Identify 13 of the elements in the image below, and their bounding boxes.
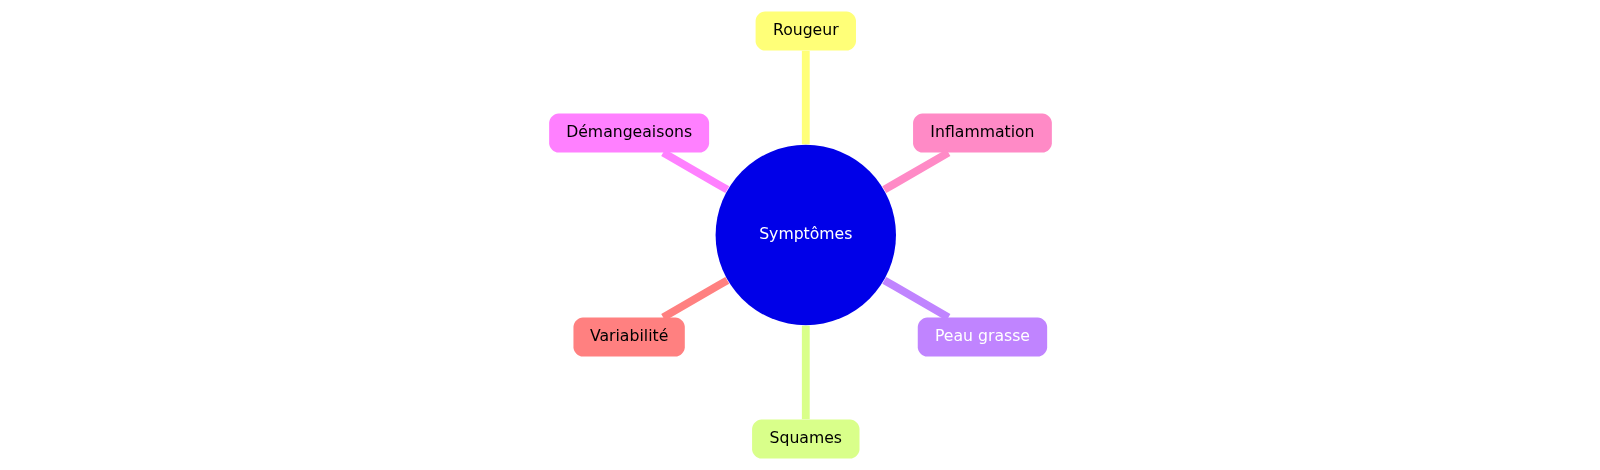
node-box: Peau grasse (917, 317, 1047, 357)
connector (881, 276, 950, 321)
node-box: Démangeaisons (548, 113, 709, 153)
connector (660, 276, 729, 321)
connector (801, 325, 810, 420)
node-box: Inflammation (912, 113, 1052, 153)
node-box: Squames (751, 419, 859, 459)
node-box: Rougeur (755, 11, 856, 51)
node-box: Variabilité (572, 317, 685, 357)
connector (660, 149, 729, 194)
node-circle: Symptômes (715, 144, 896, 326)
connector (801, 50, 810, 145)
connector (881, 149, 950, 194)
